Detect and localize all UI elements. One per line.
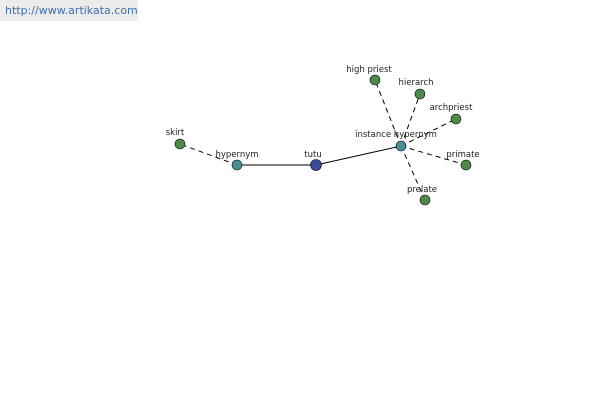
node-label-archpriest[interactable]: archpriest xyxy=(430,103,473,113)
node-label-prelate[interactable]: prelate xyxy=(407,185,437,195)
node-dot-hierarch[interactable] xyxy=(414,88,426,100)
node-dot-instance-hypernym[interactable] xyxy=(395,140,407,152)
graph-nodes: tutu hypernym instance hypernym skirt high p… xyxy=(166,65,480,206)
node-label-instance-hypernym[interactable]: instance hypernym xyxy=(355,130,437,140)
edge-instance-hypernym-to-high-priest xyxy=(374,79,402,147)
edge-instance-hypernym-to-prelate xyxy=(400,145,426,201)
edge-instance-hypernym-to-primate xyxy=(400,145,467,166)
node-prelate[interactable]: prelate xyxy=(407,185,437,206)
node-label-high-priest[interactable]: high priest xyxy=(346,65,392,75)
node-hierarch[interactable]: hierarch xyxy=(398,78,434,100)
node-skirt[interactable]: skirt xyxy=(166,128,186,150)
node-dot-primate[interactable] xyxy=(460,159,472,171)
edge-instance-hypernym-to-archpriest xyxy=(400,118,457,147)
node-label-skirt[interactable]: skirt xyxy=(166,128,185,138)
node-primate[interactable]: primate xyxy=(446,150,480,171)
node-dot-hypernym[interactable] xyxy=(231,159,243,171)
node-dot-archpriest[interactable] xyxy=(450,113,462,125)
site-link[interactable]: http://www.artikata.com xyxy=(0,0,138,21)
node-label-primate[interactable]: primate xyxy=(446,150,479,160)
node-tutu[interactable]: tutu xyxy=(304,150,322,171)
node-dot-skirt[interactable] xyxy=(174,138,186,150)
node-label-tutu[interactable]: tutu xyxy=(304,150,321,160)
node-label-hierarch[interactable]: hierarch xyxy=(398,78,433,88)
node-high-priest[interactable]: high priest xyxy=(346,65,392,86)
node-label-hypernym[interactable]: hypernym xyxy=(215,150,258,160)
node-dot-prelate[interactable] xyxy=(419,194,431,206)
node-instance-hypernym[interactable]: instance hypernym xyxy=(355,130,437,152)
edge-instance-hypernym-to-hierarch xyxy=(400,93,421,147)
node-archpriest[interactable]: archpriest xyxy=(430,103,473,125)
edge-tutu-to-instance-hypernym xyxy=(315,145,402,166)
node-dot-tutu[interactable] xyxy=(310,159,322,171)
node-dot-high-priest[interactable] xyxy=(369,74,381,86)
node-hypernym[interactable]: hypernym xyxy=(215,150,259,171)
graph-edges xyxy=(179,79,467,201)
edge-hypernym-to-skirt xyxy=(179,143,238,166)
